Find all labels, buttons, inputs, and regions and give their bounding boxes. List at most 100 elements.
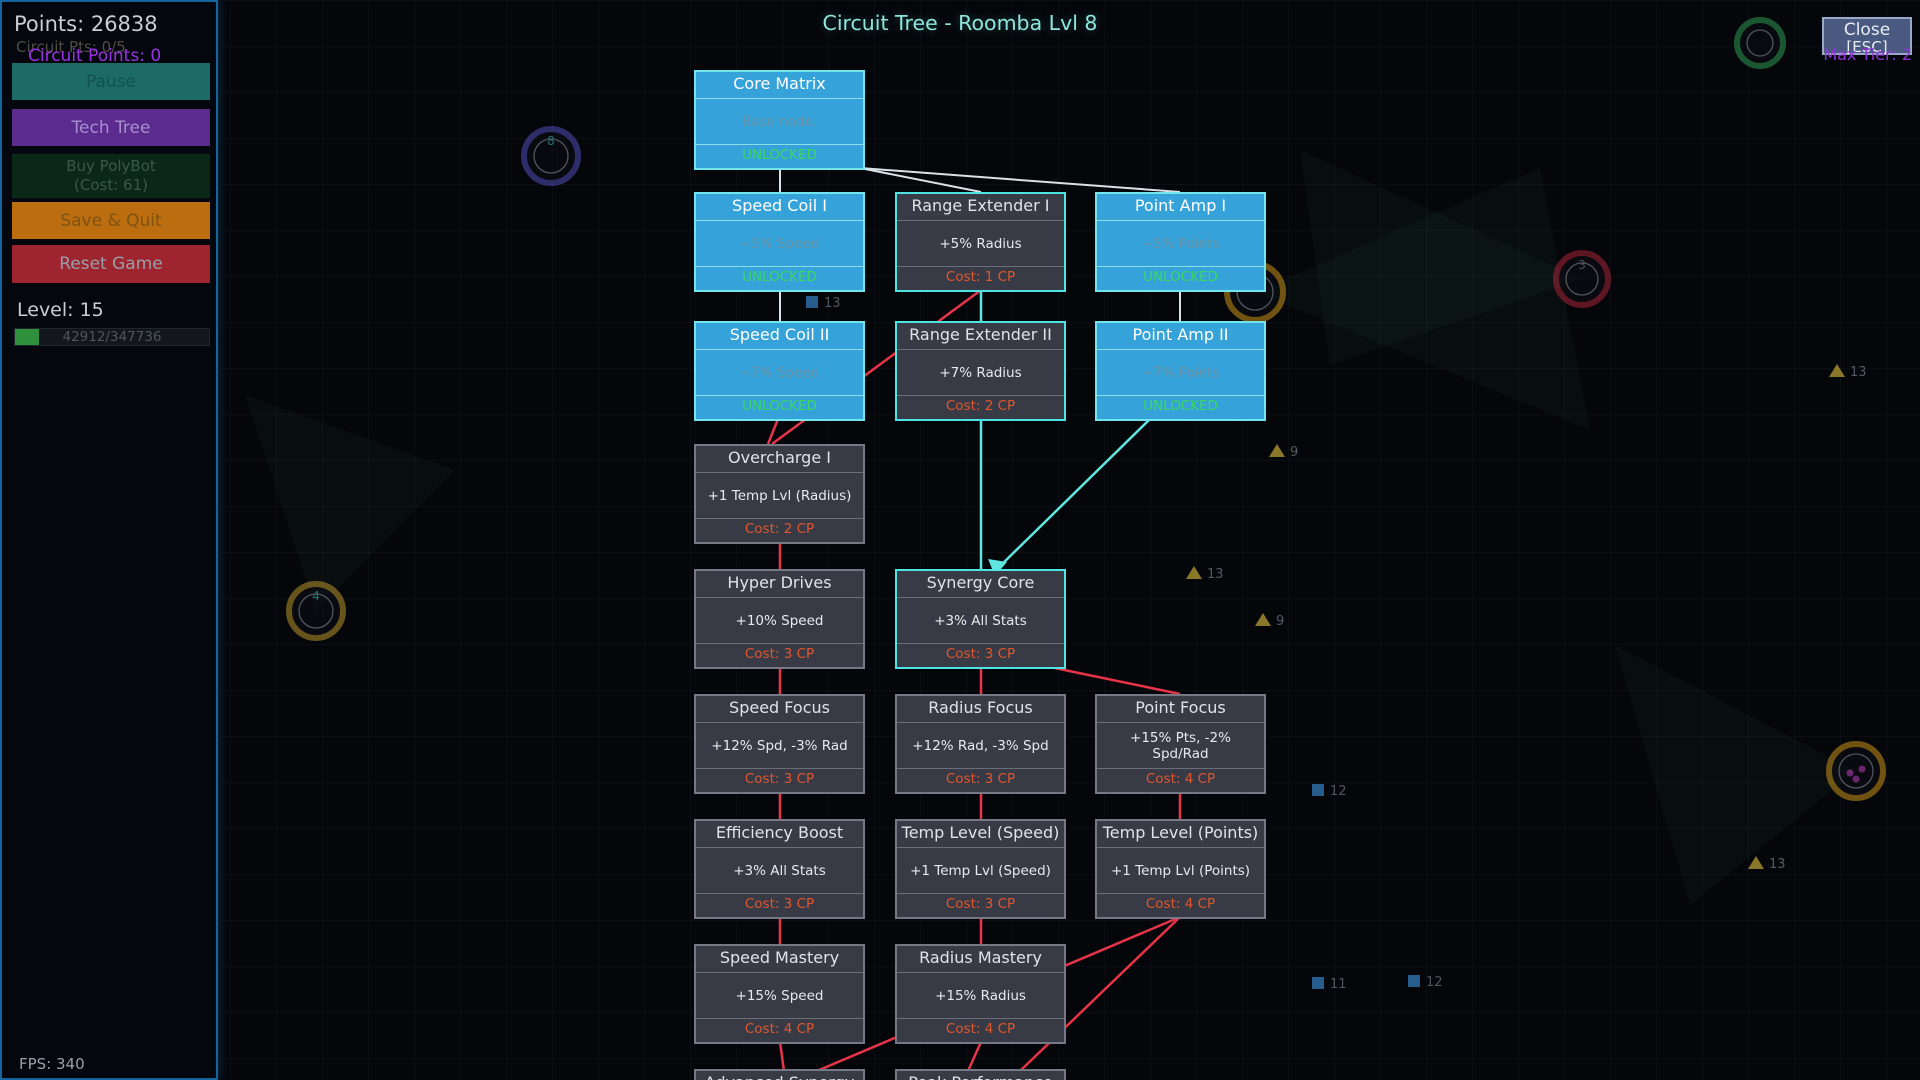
node-title: Hyper Drives	[696, 571, 863, 598]
node-desc: +10% Speed	[735, 612, 824, 629]
node-title: Range Extender II	[897, 323, 1064, 350]
max-tier-label: Max Tier: 2	[1823, 45, 1912, 64]
node-cost: Cost: 2 CP	[696, 518, 863, 542]
close-button[interactable]: Close [ESC]	[1822, 17, 1912, 55]
circuit-points-counter: Circuit Points: 0	[28, 46, 162, 66]
tree-node-temp-level-speed[interactable]: Temp Level (Speed) +1 Temp Lvl (Speed) Cos…	[895, 819, 1066, 919]
svg-text:12: 12	[1426, 975, 1443, 990]
node-cost: Cost: 4 CP	[1097, 768, 1264, 792]
node-title: Speed Focus	[696, 696, 863, 723]
svg-text:13: 13	[1850, 365, 1867, 380]
close-button-label: Close	[1843, 20, 1891, 40]
node-title: Peak Performance	[897, 1071, 1064, 1080]
buy-polybot-label: Buy PolyBot	[66, 156, 156, 175]
node-title: Speed Mastery	[696, 946, 863, 973]
circuit-pts-counter: Circuit Pts: 0/5	[16, 38, 126, 56]
node-desc: +5% Radius	[939, 235, 1022, 252]
node-desc: +1 Temp Lvl (Speed)	[910, 862, 1051, 879]
bot-green	[1734, 17, 1786, 69]
node-title: Radius Focus	[897, 696, 1064, 723]
node-desc: +12% Rad, -3% Spd	[912, 737, 1049, 754]
node-status-unlocked: UNLOCKED	[1097, 266, 1264, 290]
tree-edge-cyan	[996, 418, 1151, 570]
bot-indigo: 8	[521, 126, 581, 186]
tree-edge-red	[778, 1041, 786, 1072]
node-desc: +5% Points	[1141, 235, 1220, 252]
svg-text:8: 8	[547, 134, 555, 148]
node-title: Range Extender I	[897, 194, 1064, 221]
node-title: Speed Coil I	[696, 194, 863, 221]
svg-text:3: 3	[1578, 258, 1586, 272]
tree-node-temp-level-points[interactable]: Temp Level (Points)+1 Temp Lvl (Points)C…	[1095, 819, 1266, 919]
triangle-marker: 13	[1829, 364, 1867, 380]
square-marker: 12	[1312, 784, 1347, 799]
node-status-unlocked: UNLOCKED	[696, 266, 863, 290]
node-title: Core Matrix	[696, 72, 863, 99]
square-marker: 12	[1408, 975, 1443, 990]
node-title: Point Amp II	[1097, 323, 1264, 350]
tree-edge-white	[859, 167, 982, 193]
node-desc: +7% Speed	[739, 364, 820, 381]
node-title: Advanced Synergy	[696, 1071, 863, 1080]
triangle-marker: 9	[1255, 613, 1284, 629]
close-button-shortcut: [ESC]	[1846, 38, 1888, 56]
svg-text:12: 12	[1330, 784, 1347, 799]
node-cost: Cost: 3 CP	[696, 768, 863, 792]
svg-text:13: 13	[824, 296, 841, 311]
tree-node-peak-performance[interactable]: Peak Performance	[895, 1069, 1066, 1080]
xp-progress-fill	[15, 329, 39, 345]
svg-text:4: 4	[312, 589, 320, 603]
node-title: Synergy Core	[897, 571, 1064, 598]
tree-node-overcharge-1[interactable]: Overcharge I +1 Temp Lvl (Radius) Cost: 2 …	[694, 444, 865, 544]
node-desc: +5% Speed	[739, 235, 820, 252]
svg-text:13: 13	[1207, 567, 1224, 582]
node-title: Overcharge I	[696, 446, 863, 473]
sensor-wedge	[1300, 150, 1582, 365]
node-status-unlocked: UNLOCKED	[696, 144, 863, 168]
node-cost: Cost: 3 CP	[897, 893, 1064, 917]
node-cost: Cost: 3 CP	[696, 893, 863, 917]
points-counter: Points: 26838	[14, 12, 158, 36]
sensor-wedge	[245, 395, 455, 611]
node-title: Point Focus	[1097, 696, 1264, 723]
sensor-wedge	[1255, 168, 1590, 430]
node-desc: +1 Temp Lvl (Points)	[1110, 862, 1251, 879]
node-desc: +1 Temp Lvl (Radius)	[707, 487, 852, 504]
buy-polybot-button[interactable]: Buy PolyBot (Cost: 61)	[12, 154, 210, 198]
node-desc: Base node.	[741, 113, 818, 130]
sidebar: Points: 26838 Circuit Pts: 0/5 Circuit P…	[0, 0, 218, 1080]
tree-node-advanced-synergy[interactable]: Advanced Synergy	[694, 1069, 865, 1080]
tech-tree-button[interactable]: Tech Tree	[12, 109, 210, 146]
pause-button[interactable]: Pause	[12, 63, 210, 100]
node-cost: Cost: 3 CP	[897, 643, 1064, 667]
level-label: Level: 15	[17, 299, 104, 321]
square-marker: 11	[1312, 977, 1347, 992]
node-title: Temp Level (Speed)	[897, 821, 1064, 848]
square-marker: 13	[806, 296, 841, 311]
svg-text:9: 9	[1276, 614, 1284, 629]
save-quit-button[interactable]: Save & Quit	[12, 202, 210, 239]
node-desc: +3% All Stats	[934, 612, 1027, 629]
reset-game-button[interactable]: Reset Game	[12, 245, 210, 283]
buy-polybot-cost: (Cost: 61)	[74, 176, 148, 194]
node-status-unlocked: UNLOCKED	[696, 395, 863, 419]
fps-counter: FPS: 340	[19, 1055, 85, 1073]
node-title: Efficiency Boost	[696, 821, 863, 848]
